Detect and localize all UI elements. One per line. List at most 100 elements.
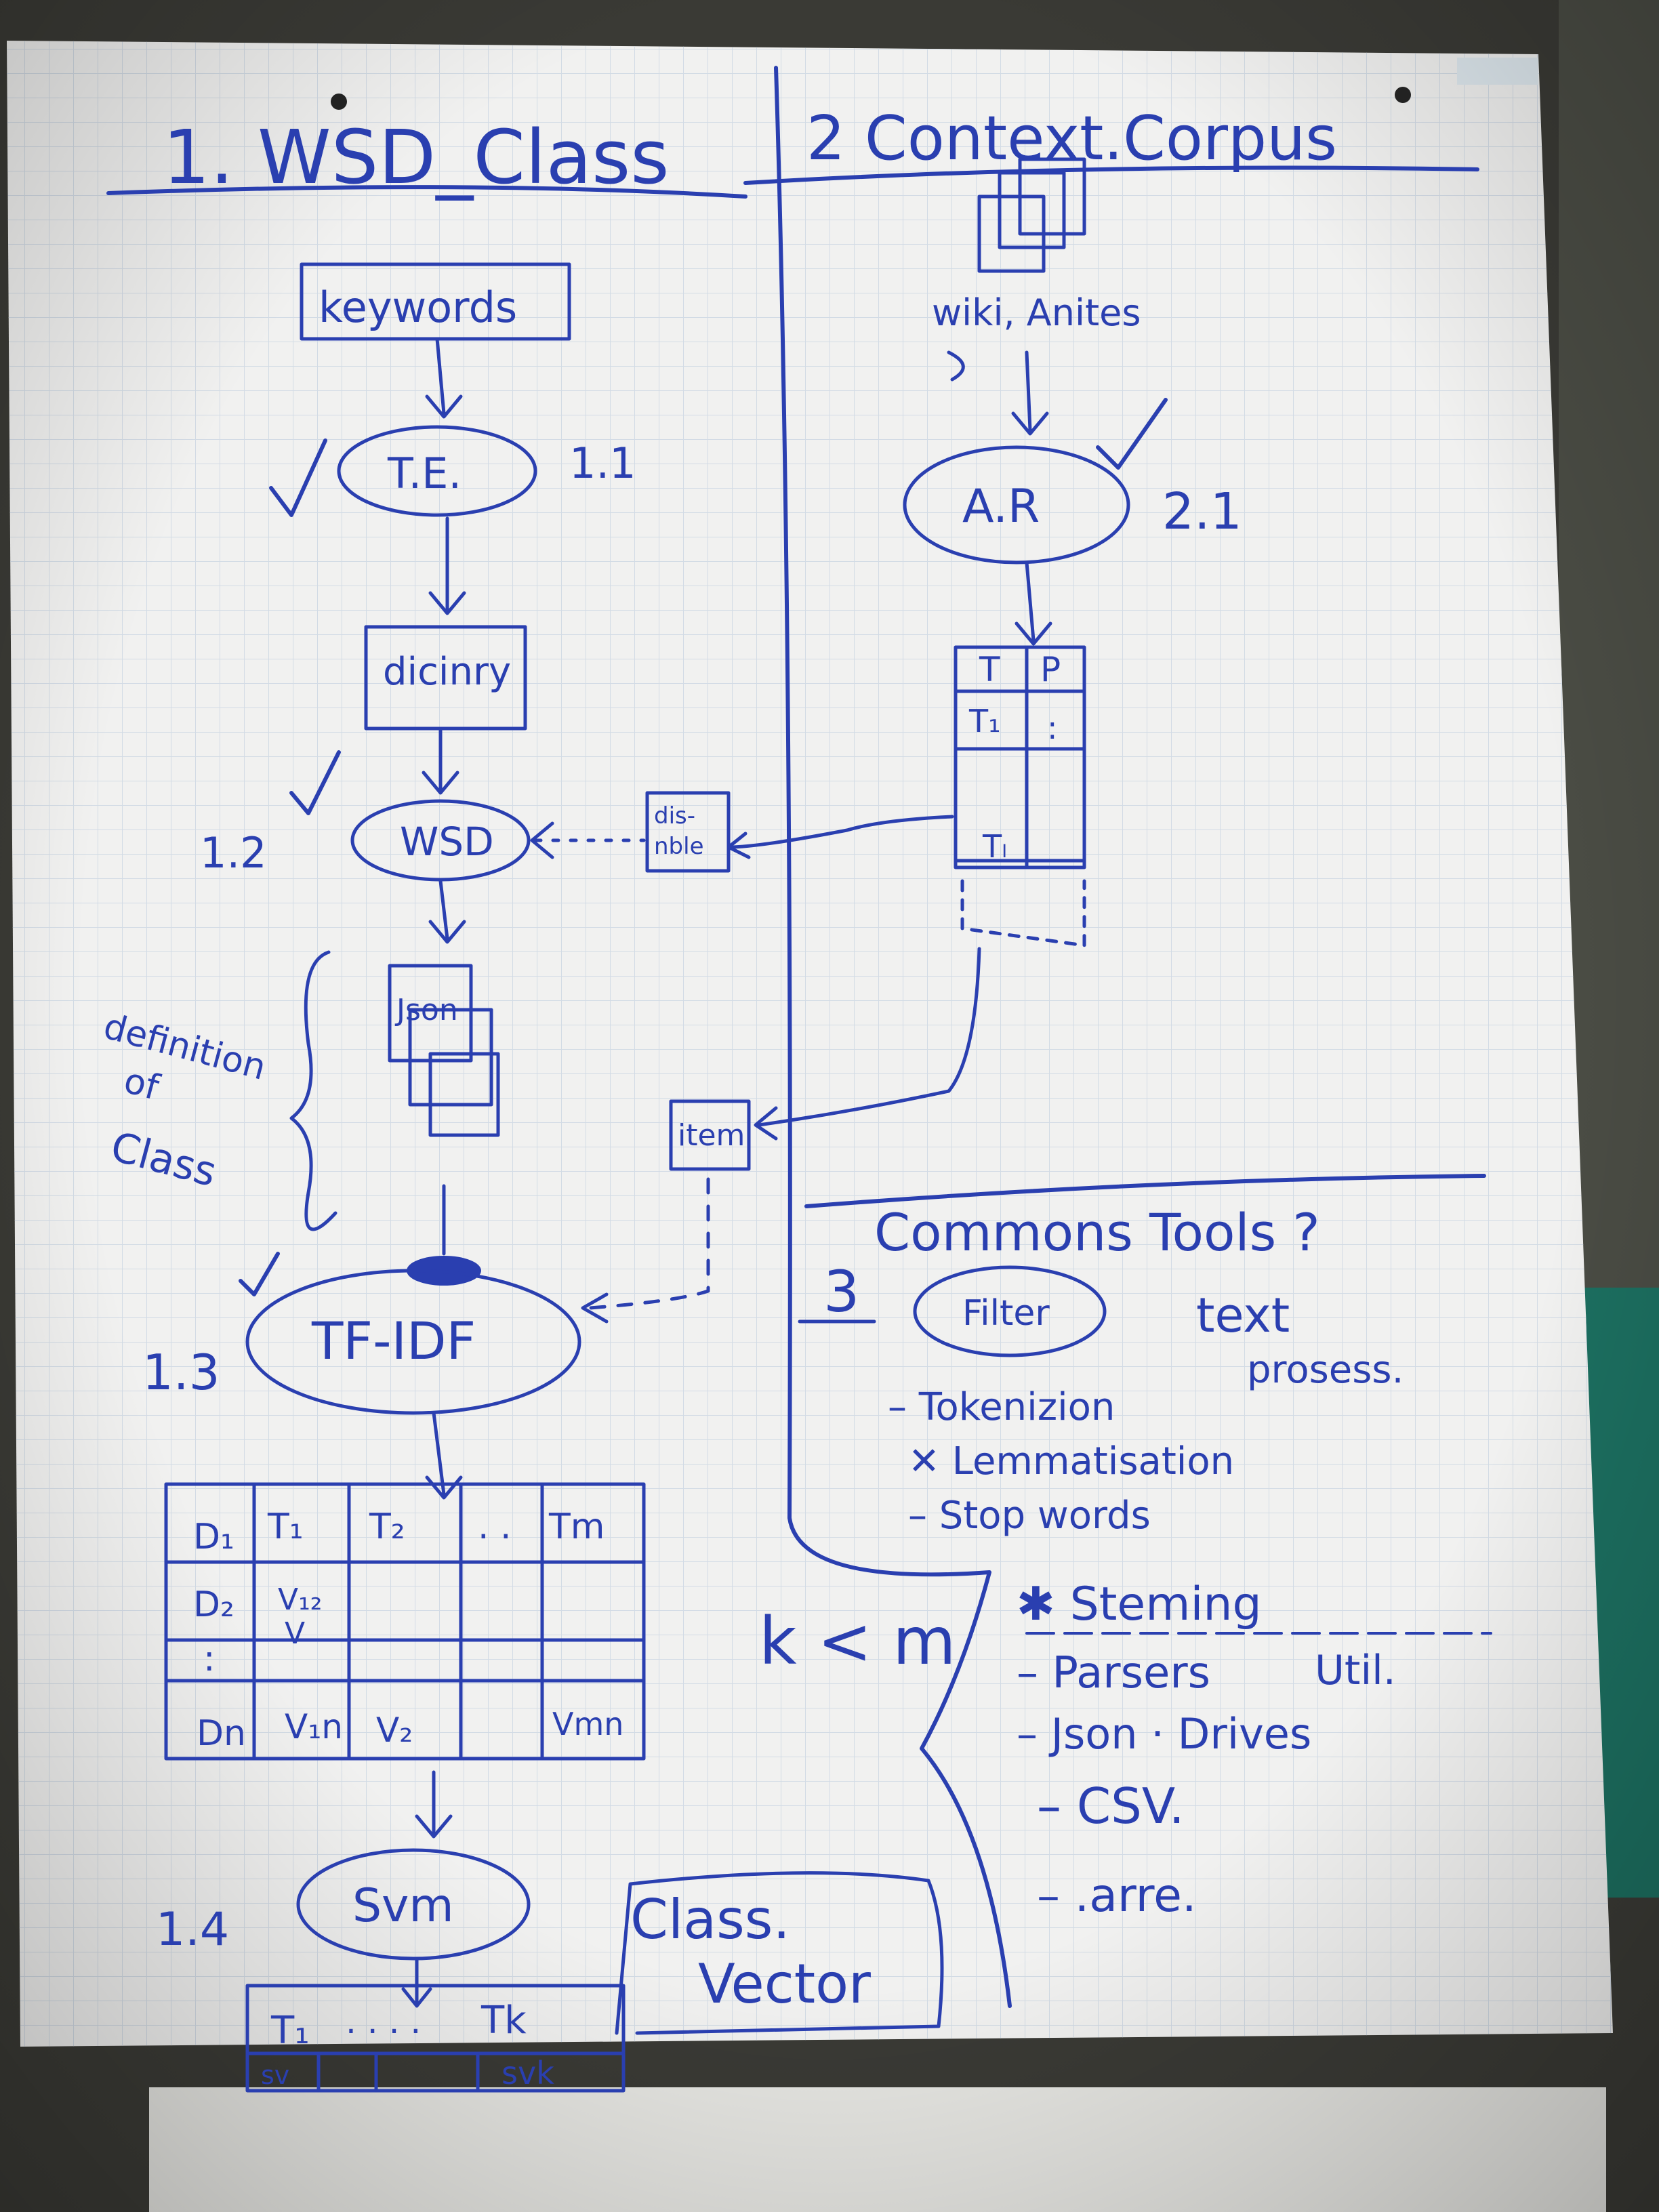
checkmark-icon [269, 438, 327, 517]
pin-icon [331, 94, 347, 110]
section-3-tools: 3 Commons Tools ? Filter text prosess. –… [759, 1202, 1492, 1923]
arrow-icon [425, 337, 463, 419]
te-step: 1.1 [569, 438, 636, 488]
matrix-header-dots: . . [478, 1507, 512, 1547]
wiki-documents-icon [977, 157, 1086, 273]
arrow-icon [1011, 350, 1049, 436]
matrix-row-d2: D₂ [193, 1584, 234, 1625]
text-process-line-1: text [1196, 1288, 1290, 1343]
text-process-line-2: prosess. [1247, 1348, 1404, 1392]
section-dividers [106, 66, 1486, 2008]
ar-ellipse [903, 445, 1130, 565]
filter-label: Filter [962, 1293, 1050, 1334]
section-2-flow: wiki, Anites A.R 2.1 T P T₁ : Tₗ item [581, 157, 1242, 1324]
doc-term-matrix-grid [164, 1482, 646, 1761]
arrow-icon [530, 821, 554, 859]
tool-item-5: – Json · Drives [1017, 1709, 1311, 1759]
tp-header-p: P [1040, 650, 1061, 689]
matrix-cell-v1n: V₁n [285, 1707, 343, 1746]
class-vector-line-2: Vector [698, 1952, 871, 2015]
class-vector-callout [615, 1871, 944, 2035]
class-vector-svk: svk [501, 2055, 554, 2091]
section-3-number: 3 [823, 1258, 859, 1325]
matrix-row-dn: Dn [197, 1713, 246, 1754]
checkmark-icon [289, 750, 341, 815]
connector-line [757, 947, 981, 1127]
arrow-icon [428, 516, 466, 615]
arrow-icon [401, 1957, 432, 2008]
items-label: item [678, 1118, 745, 1153]
disambig-line-1: dis- [654, 802, 695, 830]
te-ellipse [337, 425, 537, 517]
tfidf-ellipse [245, 1269, 581, 1415]
tool-item-3: ✱ Steming [1017, 1578, 1262, 1631]
matrix-row-d1: D₁ [193, 1517, 234, 1557]
matrix-cell-vmn: Vmn [552, 1706, 623, 1742]
tp-header-t: T [979, 650, 1000, 689]
wsd-label: WSD [400, 819, 494, 865]
matrix-cell-v2: V₂ [376, 1711, 413, 1750]
pin-icon [1395, 87, 1411, 103]
ar-label: A.R [962, 480, 1040, 533]
k-lt-m-note: k < m [759, 1603, 956, 1679]
svm-ellipse [296, 1848, 531, 1961]
tp-cell-t1: T₁ [968, 703, 1001, 739]
class-vector-tk: Tk [480, 1999, 527, 2043]
tool-item-2: – Stop words [908, 1494, 1151, 1538]
arrow-icon [581, 1292, 609, 1324]
dictionary-box [364, 625, 527, 731]
arrow-icon [422, 726, 459, 795]
matrix-header-tm: Tm [548, 1507, 605, 1547]
tool-item-4: – Parsers [1017, 1648, 1210, 1698]
tfidf-label: TF-IDF [311, 1311, 476, 1371]
tool-item-0: – Tokenizion [888, 1385, 1115, 1429]
json-label: Json [394, 993, 458, 1027]
arrow-icon [415, 1770, 453, 1839]
keywords-label: keywords [319, 283, 517, 332]
json-documents-icon [388, 964, 500, 1137]
svm-label: Svm [352, 1879, 454, 1933]
svm-step: 1.4 [156, 1903, 229, 1957]
tfidf-step: 1.3 [142, 1344, 220, 1401]
arrow-icon [754, 1106, 778, 1141]
class-vector-dots: . . . . [346, 2002, 421, 2041]
disambig-line-2: nble [654, 833, 704, 860]
checkmark-icon [239, 1252, 280, 1296]
class-vector-t1: T₁ [270, 2009, 310, 2053]
wiki-source-label: wiki, Anites [932, 291, 1141, 334]
filter-ellipse [913, 1265, 1107, 1357]
matrix-cell-v12: V₁₂ [278, 1582, 322, 1617]
arrow-icon [1015, 560, 1052, 646]
tool-item-6: – CSV. [1037, 1778, 1185, 1835]
items-box [669, 1099, 751, 1171]
matrix-header-t2: T₂ [369, 1507, 405, 1547]
bracket-icon [947, 350, 965, 382]
util-label: Util. [1315, 1647, 1396, 1694]
section-1-flow: keywords T.E. 1.1 dicinry 1.2 WSD dis- n… [100, 262, 944, 2093]
tool-item-1: ✕ Lemmatisation [908, 1439, 1234, 1483]
matrix-row-dots: : [203, 1639, 216, 1679]
te-label: T.E. [387, 449, 462, 498]
class-vector-sv: sv [261, 2060, 289, 2090]
arrow-icon [726, 832, 751, 859]
arrow-icon [428, 879, 466, 944]
tp-cell-dots: : [1047, 710, 1058, 746]
class-vector-table-grid [245, 1984, 626, 2093]
wsd-step: 1.2 [200, 828, 267, 878]
connector-line [726, 815, 954, 849]
dictionary-label: dicinry [383, 650, 511, 694]
dotted-link [588, 1177, 710, 1310]
disambig-box [645, 791, 731, 873]
tool-item-7: – .arre. [1037, 1869, 1197, 1923]
matrix-header-t1: T₁ [267, 1507, 304, 1547]
checkmark-icon [1096, 398, 1168, 470]
tp-table-grid [954, 645, 1086, 947]
tp-cell-tl: Tₗ [982, 828, 1007, 865]
section-3-title: Commons Tools ? [874, 1202, 1320, 1263]
section-2-title: 2 Context.Corpus [806, 103, 1337, 174]
ar-step: 2.1 [1162, 483, 1242, 541]
matrix-cell-v: V [285, 1616, 305, 1651]
section-1-title: 1. WSD_Class [163, 114, 670, 201]
